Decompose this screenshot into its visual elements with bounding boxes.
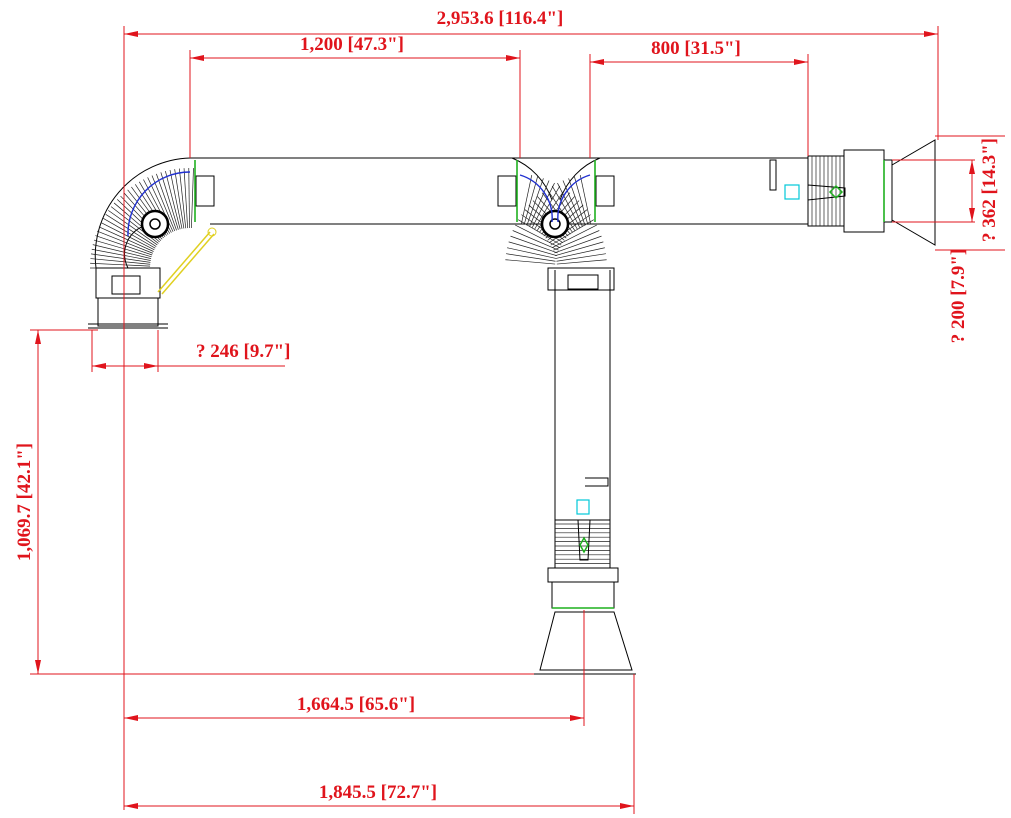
tee-junction — [497, 157, 615, 265]
dim-hood-diameter-small: ? 200 [7.9"] — [948, 249, 969, 343]
lower-hood — [534, 499, 636, 675]
dim-top-span-2: 800 [31.5"] — [651, 38, 741, 59]
dim-right-offset-2: 1,845.5 [72.7"] — [319, 782, 437, 803]
dim-height: 1,069.7 [42.1"] — [14, 443, 35, 561]
dimension-arrows — [35, 31, 975, 809]
dimension-lines — [30, 26, 1005, 814]
vertical-pipe — [547, 267, 615, 520]
left-clamp — [194, 160, 215, 222]
dim-hood-diameter-large: ? 362 [14.3"] — [979, 138, 1000, 242]
right-hood — [769, 139, 936, 246]
left-inlet — [88, 267, 168, 329]
dim-overall-width: 2,953.6 [116.4"] — [437, 8, 564, 29]
support-arm — [157, 227, 217, 295]
dim-top-span-1: 1,200 [47.3"] — [300, 34, 404, 55]
horizontal-pipe — [190, 157, 808, 225]
dim-right-offset-1: 1,664.5 [65.6"] — [297, 694, 415, 715]
left-elbow — [90, 157, 194, 269]
dim-inlet-diameter: ? 246 [9.7"] — [196, 341, 290, 362]
